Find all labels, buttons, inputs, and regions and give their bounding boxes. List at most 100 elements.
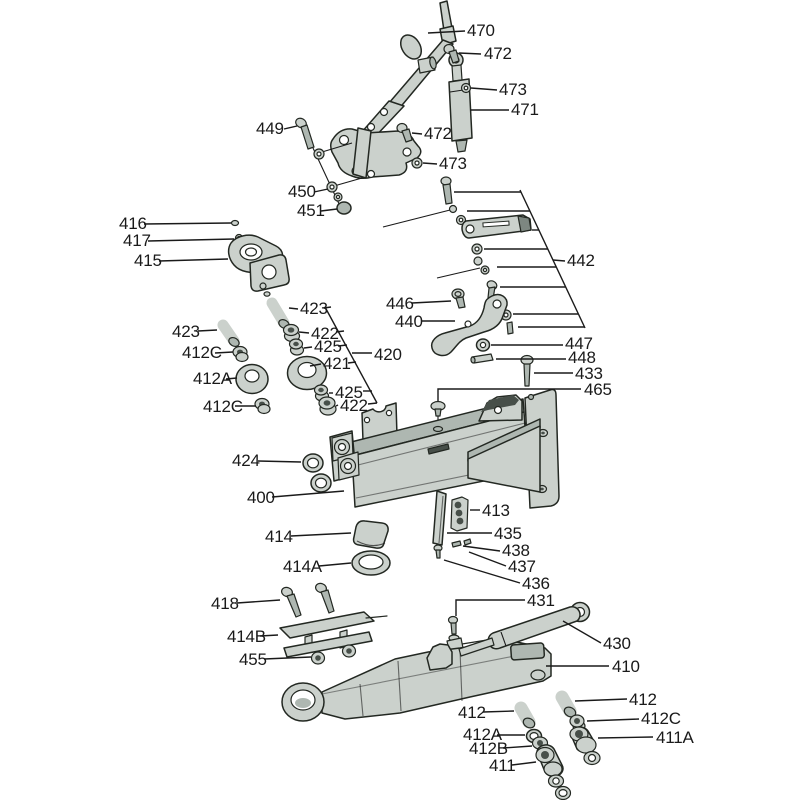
part-471-cylinder bbox=[448, 52, 473, 153]
leader-line-414B bbox=[259, 634, 279, 637]
part-label-420: 420 bbox=[374, 345, 402, 364]
part-449-bolt-group bbox=[295, 117, 363, 215]
part-label-412Cb: 412C bbox=[203, 397, 243, 416]
part-465-plug bbox=[430, 400, 446, 425]
leader-line-421 bbox=[309, 363, 322, 367]
bolt-shank bbox=[401, 128, 413, 143]
part-label-417: 417 bbox=[123, 231, 151, 250]
knuckle-pin-bit-1 bbox=[259, 282, 267, 290]
part-label-414: 414 bbox=[265, 527, 293, 546]
part-label-410: 410 bbox=[612, 657, 640, 676]
leader-line-436 bbox=[443, 559, 521, 584]
leader-line-437 bbox=[468, 551, 507, 567]
part-label-465: 465 bbox=[584, 380, 612, 399]
part-435-plate bbox=[432, 490, 447, 546]
part-label-418: 418 bbox=[211, 594, 239, 613]
top-plate-hole-1 bbox=[363, 416, 371, 424]
leader-line-438 bbox=[462, 545, 501, 552]
leader-line-414A bbox=[318, 562, 352, 567]
part-label-471: 471 bbox=[511, 100, 539, 119]
part-label-412l: 412 bbox=[458, 703, 486, 722]
leader-line-446 bbox=[411, 300, 452, 304]
part-414A-seal-ring bbox=[351, 550, 391, 576]
flat-bar-hole-1 bbox=[379, 107, 389, 117]
leader-line-424 bbox=[257, 460, 302, 463]
housing-slot bbox=[427, 443, 450, 455]
leader-line-472a bbox=[458, 52, 482, 55]
part-446-bolt bbox=[451, 288, 466, 309]
leader-line-451 bbox=[320, 208, 338, 212]
leader-line-430 bbox=[562, 620, 602, 644]
bolt-449-shank bbox=[300, 124, 315, 150]
leader-line-455 bbox=[263, 656, 312, 660]
clevis-pin-hole bbox=[465, 224, 475, 234]
part-label-415: 415 bbox=[134, 251, 162, 270]
part-label-412Al: 412A bbox=[193, 369, 233, 388]
bushing-425a-hole bbox=[293, 341, 299, 347]
housing-panel-line-1 bbox=[353, 422, 526, 467]
top-plate-hole-2 bbox=[385, 409, 393, 417]
leader-line-423a bbox=[288, 307, 299, 310]
small-pin bbox=[506, 321, 514, 335]
part-label-455: 455 bbox=[239, 650, 267, 669]
part-label-430: 430 bbox=[603, 634, 631, 653]
part-label-412Cr: 412C bbox=[641, 709, 681, 728]
part-438-pin bbox=[451, 540, 462, 548]
part-label-414A: 414A bbox=[283, 557, 323, 576]
arm-pocket bbox=[510, 642, 546, 661]
part-label-400: 400 bbox=[247, 488, 275, 507]
part-470-lever-assembly bbox=[329, 0, 457, 180]
part-413-cam bbox=[450, 496, 469, 532]
part-411-bushing bbox=[535, 744, 572, 800]
part-label-442: 442 bbox=[567, 251, 595, 270]
roller-412A-bore bbox=[244, 369, 260, 383]
assembly-pointer-2 bbox=[333, 177, 363, 187]
bracket-diagonal-420 bbox=[324, 306, 378, 404]
cylinder-base bbox=[455, 139, 468, 153]
leader-line-418 bbox=[236, 599, 281, 604]
leader-line-412B bbox=[502, 745, 533, 749]
part-label-451: 451 bbox=[297, 201, 325, 220]
nut-412Cb-base bbox=[257, 403, 271, 415]
leader-line-416 bbox=[143, 222, 232, 225]
leader-line-473a bbox=[470, 87, 498, 91]
part-label-416: 416 bbox=[119, 214, 147, 233]
casting-hole-4 bbox=[366, 169, 376, 179]
part-label-422a: 422 bbox=[311, 324, 339, 343]
cotter-ring-1 bbox=[448, 204, 458, 214]
part-label-414B: 414B bbox=[227, 627, 266, 646]
cylinder-body bbox=[487, 605, 581, 650]
part-436-screw bbox=[433, 544, 443, 559]
part-label-413: 413 bbox=[482, 501, 510, 520]
leader-line-423b bbox=[197, 329, 218, 332]
lower-channel bbox=[283, 631, 373, 658]
leader-line-422a bbox=[298, 331, 310, 334]
part-label-421: 421 bbox=[323, 354, 351, 373]
part-472-bolt-top bbox=[443, 43, 460, 64]
leader-line-422b bbox=[335, 404, 339, 407]
part-label-473a: 473 bbox=[499, 80, 527, 99]
leader-line-412Ca bbox=[214, 351, 234, 354]
nut-422a-hole bbox=[287, 327, 295, 333]
part-455-nuts bbox=[310, 644, 357, 665]
housing-funnel bbox=[467, 425, 541, 493]
part-416-ring bbox=[230, 219, 240, 227]
leader-line-472b bbox=[411, 132, 423, 135]
part-412-pin-left bbox=[514, 701, 536, 729]
cylinder-band bbox=[500, 631, 507, 647]
part-415-knuckle bbox=[227, 234, 290, 297]
part-473-washer-lower bbox=[411, 157, 423, 169]
casting-hole-1 bbox=[338, 134, 350, 146]
leader-line-412r bbox=[574, 698, 628, 702]
part-label-425a: 425 bbox=[314, 337, 342, 356]
clevis-pin-slot bbox=[482, 220, 510, 228]
leader-line-411 bbox=[511, 761, 537, 766]
leader-line-449 bbox=[283, 125, 298, 130]
part-424-rings bbox=[302, 453, 332, 493]
part-418-bolts bbox=[281, 582, 335, 618]
part-label-412B: 412B bbox=[469, 739, 508, 758]
leader-line-411A bbox=[597, 736, 654, 739]
part-label-433: 433 bbox=[575, 364, 603, 383]
